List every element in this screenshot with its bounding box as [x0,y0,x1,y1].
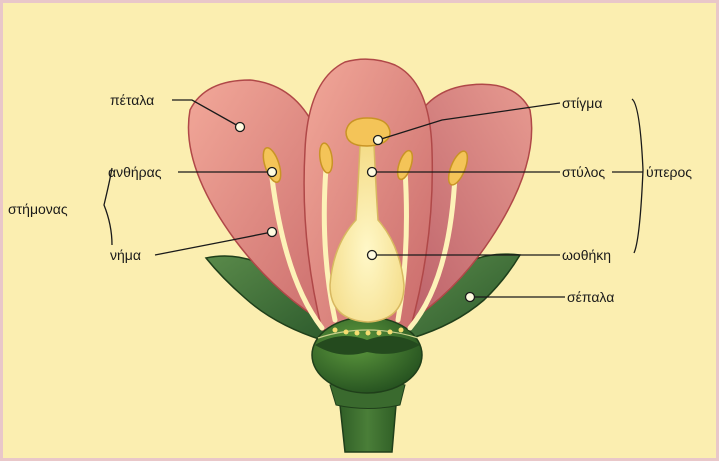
label-pistil: ύπερος [646,164,692,180]
receptacle [312,317,422,393]
label-style: στύλος [562,164,605,180]
label-ovary: ωοθήκη [562,247,611,263]
label-stamens: στήμονας [8,201,68,217]
label-sepals: σέπαλα [567,289,614,305]
label-filament: νήμα [110,247,141,263]
label-petals: πέταλα [110,92,154,108]
label-stigma: στίγμα [562,95,602,111]
stigma [346,118,390,146]
label-anther: ανθήρας [108,164,162,180]
